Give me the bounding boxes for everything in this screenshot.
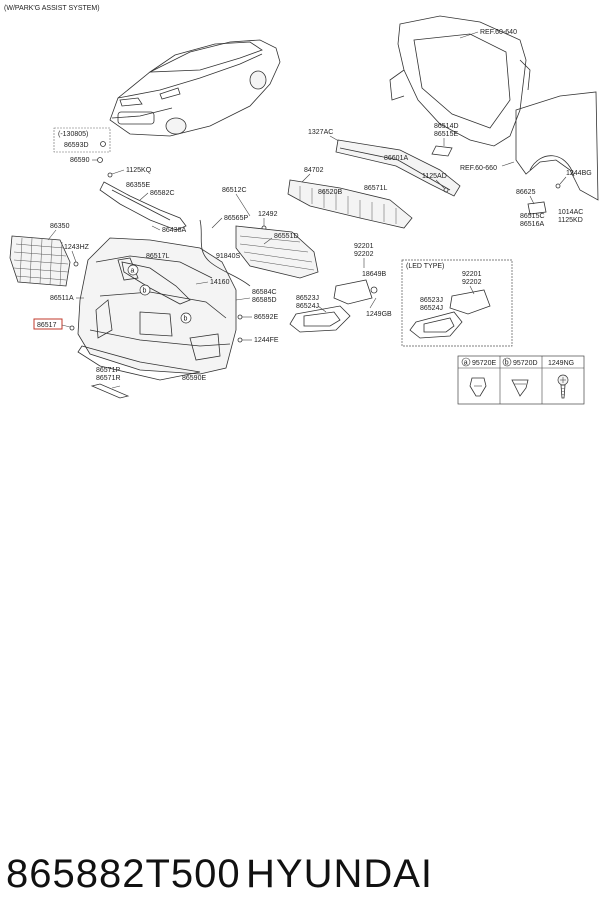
- label-86551D: 86551D: [274, 233, 299, 240]
- label-86524J-led: 86524J: [420, 305, 443, 312]
- label-86517: 86517: [37, 322, 57, 329]
- label-14160: 14160: [210, 279, 230, 286]
- label-86565P: 86565P: [224, 215, 248, 222]
- label-12492: 12492: [258, 211, 278, 218]
- clip-b-icon: [511, 379, 529, 397]
- radiator-support: [389, 15, 531, 147]
- front-bumper-cover: [77, 237, 237, 375]
- fastener-table: a 95720E b 95720D 1249NG: [457, 355, 585, 405]
- label-86590: 86590: [70, 157, 90, 164]
- label-1014AC: 1014AC: [558, 209, 583, 216]
- label-86571R: 86571R: [96, 375, 121, 382]
- label-86571P: 86571P: [96, 367, 120, 374]
- label-91840S: 91840S: [216, 253, 240, 260]
- part-number: 865882T500: [6, 852, 241, 896]
- label-86517L: 86517L: [146, 253, 169, 260]
- label-86350: 86350: [50, 223, 70, 230]
- label-86355E: 86355E: [126, 182, 150, 189]
- led-type-box: (LED TYPE) 92201 92202 86523J 86524J: [401, 259, 513, 347]
- fastener-letter-b: b: [505, 360, 509, 367]
- label-86523J: 86523J: [296, 295, 319, 302]
- label-86438A: 86438A: [162, 227, 186, 234]
- brand-name: HYUNDAI: [246, 852, 434, 896]
- fastener-header-1: 95720E: [472, 360, 496, 367]
- label-1243HZ: 1243HZ: [64, 244, 90, 251]
- label-86625: 86625: [516, 189, 536, 196]
- label-1249GB: 1249GB: [366, 311, 392, 318]
- label-18649B: 18649B: [362, 271, 386, 278]
- screw-c-icon: [557, 374, 569, 399]
- label-86592E: 86592E: [254, 314, 278, 321]
- fastener-header-2: 95720D: [513, 360, 538, 367]
- label-1125AD: 1125AD: [422, 173, 447, 180]
- impact-beam: [335, 139, 461, 197]
- fastener-letter-a: a: [464, 360, 468, 367]
- label-86593D: 86593D: [64, 142, 89, 149]
- label-86511A: 86511A: [50, 295, 74, 302]
- label-92202-b: 92202: [462, 279, 482, 286]
- led-type-label: (LED TYPE): [406, 263, 444, 270]
- callout-a: a: [131, 268, 135, 275]
- car-illustration: [109, 39, 281, 137]
- lower-grille-left: [9, 235, 71, 287]
- label-92201-a: 92201: [354, 243, 374, 250]
- label-84702: 84702: [304, 167, 324, 174]
- label-86523J-led: 86523J: [420, 297, 443, 304]
- label-86514D: 86514D: [434, 123, 459, 130]
- label-86524J: 86524J: [296, 303, 319, 310]
- energy-absorber: [287, 179, 413, 229]
- label-1125KQ: 1125KQ: [126, 167, 152, 174]
- fender: [515, 91, 599, 201]
- label-86515E: 86515E: [434, 131, 458, 138]
- label-1327AC: 1327AC: [308, 129, 333, 136]
- callout-b-1: b: [143, 288, 147, 295]
- label-86516A: 86516A: [520, 221, 544, 228]
- label-86512C: 86512C: [222, 187, 247, 194]
- bottom-caption: 865882T500 HYUNDAI: [0, 424, 600, 896]
- label-86590E: 86590E: [182, 375, 206, 382]
- ref-60-660: REF.60-660: [460, 165, 497, 172]
- date-box: (-130805) 86593D: [53, 127, 111, 153]
- label-1244FE: 1244FE: [254, 337, 279, 344]
- label-92201-b: 92201: [462, 271, 482, 278]
- label-86601A: 86601A: [384, 155, 408, 162]
- label-130805: (-130805): [58, 131, 88, 138]
- label-86515C: 86515C: [520, 213, 545, 220]
- label-86571L: 86571L: [364, 185, 387, 192]
- header-note: (W/PARK'G ASSIST SYSTEM): [4, 5, 100, 12]
- label-1125KD: 1125KD: [558, 217, 583, 224]
- callout-b-2: b: [184, 316, 188, 323]
- label-92202-a: 92202: [354, 251, 374, 258]
- parts-diagram: (W/PARK'G ASSIST SYSTEM) (-130805) 86593…: [4, 5, 599, 405]
- label-86582C: 86582C: [150, 190, 175, 197]
- ref-60-640: REF.60-640: [480, 29, 517, 36]
- clip-a-icon: [469, 377, 487, 397]
- upper-grille: [235, 225, 319, 279]
- label-86584C: 86584C: [252, 289, 277, 296]
- fastener-header-3: 1249NG: [548, 360, 574, 367]
- label-1244BG: 1244BG: [566, 170, 592, 177]
- label-86520B: 86520B: [318, 189, 342, 196]
- label-86585D: 86585D: [252, 297, 277, 304]
